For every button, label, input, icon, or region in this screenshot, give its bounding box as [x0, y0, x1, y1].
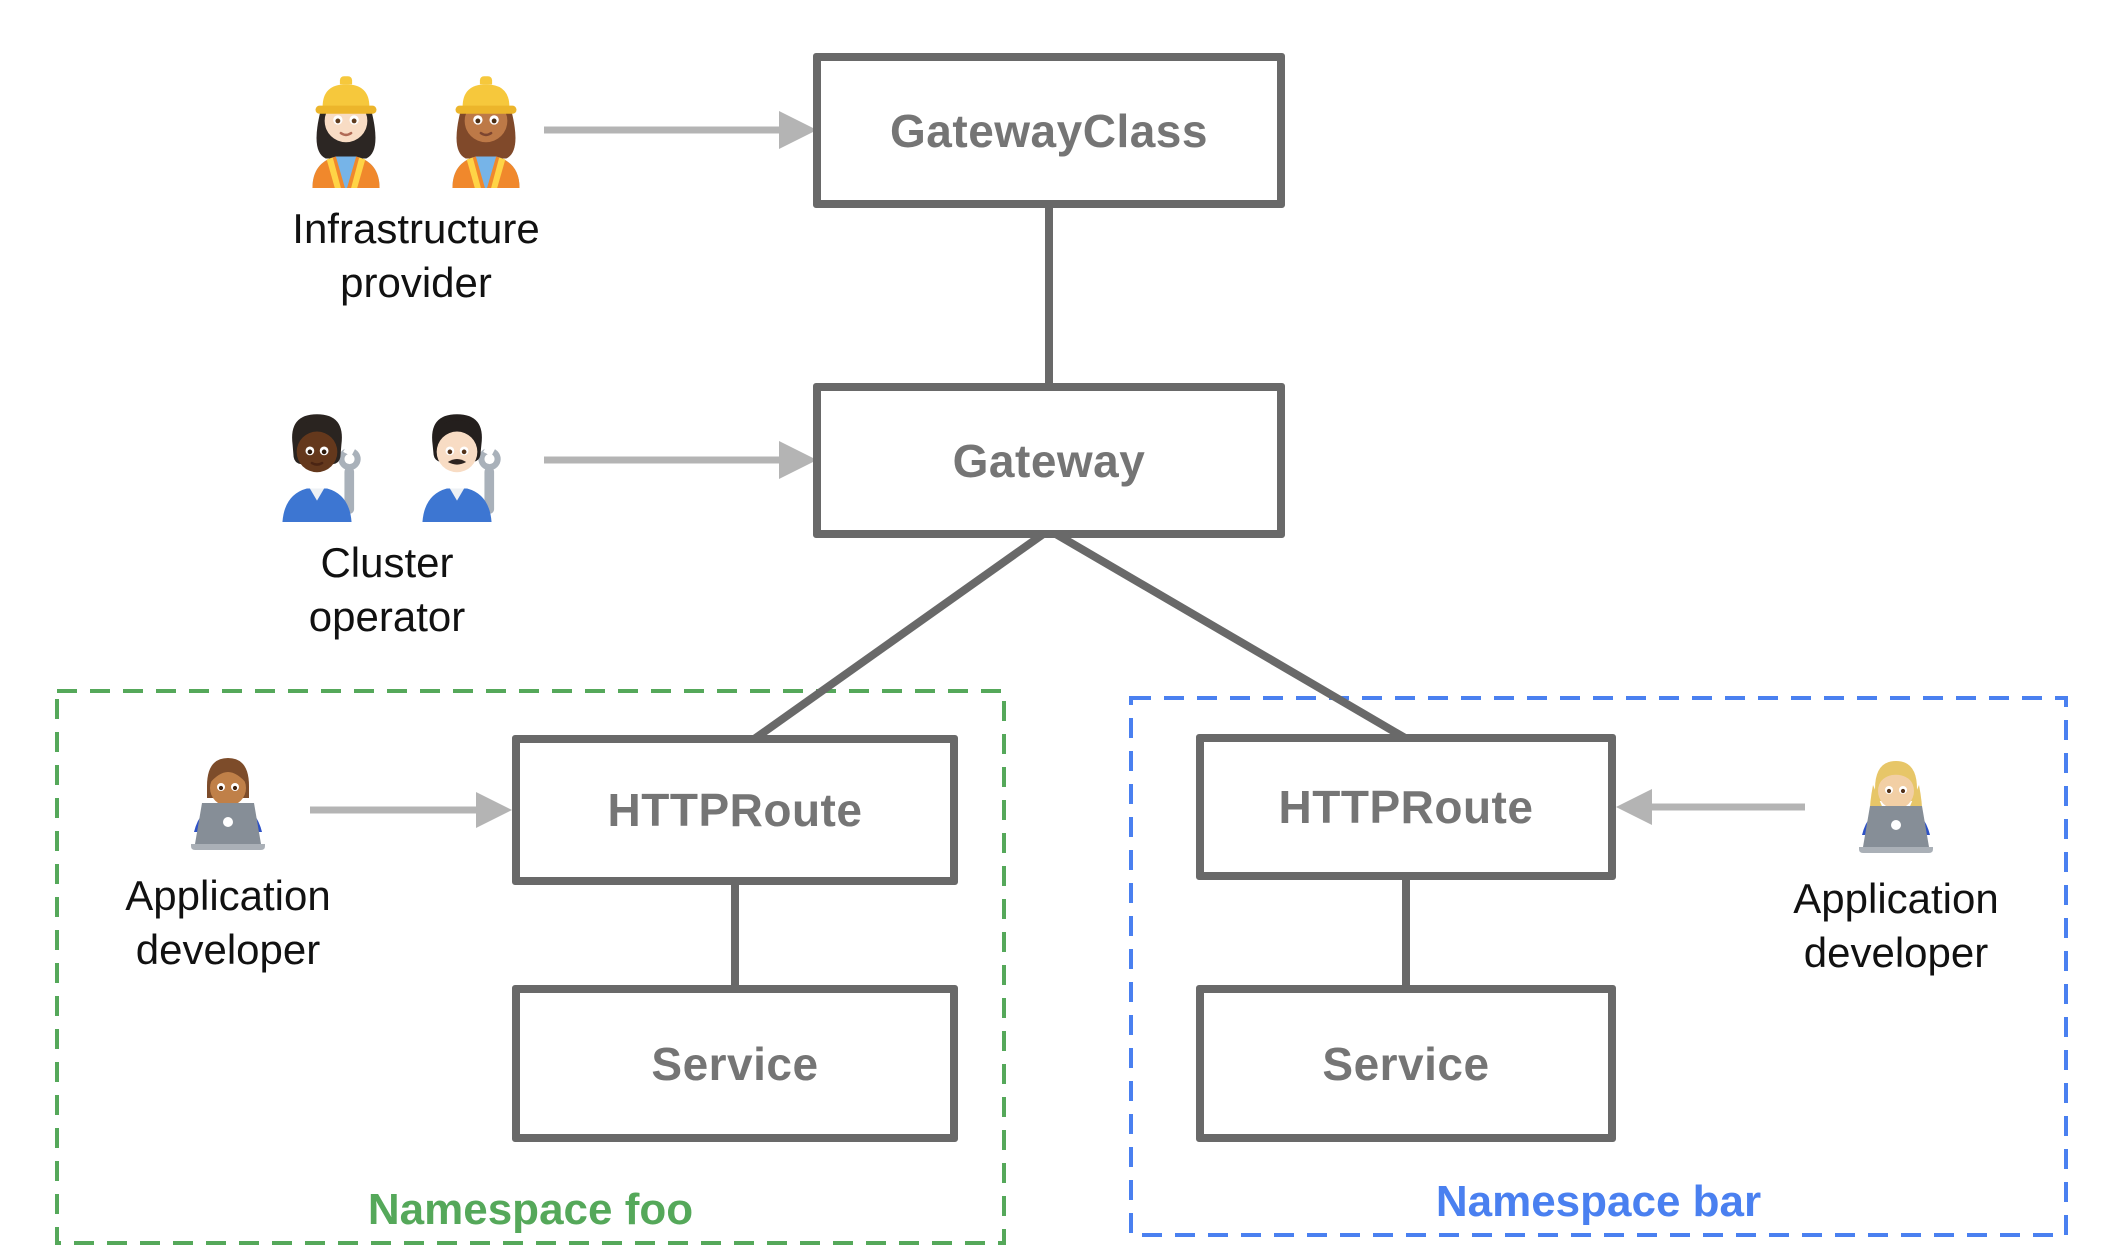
arrowhead-icon	[476, 792, 512, 828]
namespace-foo-label: Namespace foo	[367, 1185, 694, 1234]
persona-label-line1: Application	[125, 872, 331, 919]
man-mechanic-light-skin-icon	[422, 414, 501, 522]
node-service-foo: Service	[512, 985, 958, 1142]
node-service-bar: Service	[1196, 985, 1616, 1142]
edge-gateway-httproute-bar	[1046, 526, 1415, 746]
woman-construction-worker-light-skin-icon	[312, 76, 380, 188]
persona-label-line1: Infrastructure	[292, 205, 540, 252]
persona-label: Application developer	[125, 869, 330, 977]
edge-gateway-httproute-foo	[747, 526, 1052, 746]
persona-cluster-operator: Cluster operator	[187, 398, 587, 644]
persona-application-developer-foo: Application developer	[78, 745, 378, 977]
woman-technologist-light-skin-icon	[1859, 761, 1933, 853]
node-gateway: Gateway	[813, 383, 1285, 538]
persona-label-line2: developer	[1803, 929, 1989, 976]
mechanic-dark-skin-icon	[282, 414, 361, 522]
namespace-foo-boundary	[55, 689, 1006, 1245]
node-label: GatewayClass	[890, 104, 1208, 157]
namespace-bar-label: Namespace bar	[1435, 1177, 1762, 1226]
persona-label-line2: developer	[135, 926, 321, 973]
arrow-cluster-operator-to-gateway	[544, 441, 817, 479]
node-label: HTTPRoute	[1278, 781, 1534, 833]
persona-label: Infrastructure provider	[292, 202, 539, 310]
persona-application-developer-bar: Application developer	[1746, 748, 2046, 980]
persona-infrastructure-provider: Infrastructure provider	[216, 64, 616, 310]
persona-icons	[294, 64, 538, 188]
persona-icons	[1840, 748, 1952, 858]
persona-label-line1: Application	[1793, 875, 1999, 922]
node-httproute-foo: HTTPRoute	[512, 735, 958, 885]
persona-label: Application developer	[1793, 872, 1998, 980]
node-label: HTTPRoute	[607, 784, 863, 836]
persona-label-line1: Cluster	[320, 539, 454, 586]
man-technologist-medium-skin-icon	[191, 758, 265, 850]
persona-label-line2: operator	[308, 593, 466, 640]
namespace-bar-boundary	[1129, 696, 2068, 1237]
arrow-app-developer-to-httproute-bar	[1616, 789, 1805, 825]
arrow-app-developer-to-httproute-foo	[310, 792, 512, 828]
woman-construction-worker-medium-skin-icon	[452, 76, 520, 188]
persona-icons	[265, 398, 509, 522]
node-gatewayclass: GatewayClass	[813, 53, 1285, 208]
node-httproute-bar: HTTPRoute	[1196, 734, 1616, 880]
persona-label-line2: provider	[340, 259, 492, 306]
node-label: Service	[651, 1037, 819, 1090]
node-label: Gateway	[952, 434, 1146, 487]
arrowhead-icon	[1616, 789, 1652, 825]
persona-icons	[172, 745, 284, 855]
arrowhead-icon	[779, 111, 817, 149]
persona-label: Cluster operator	[309, 536, 465, 644]
node-label: Service	[1322, 1037, 1490, 1090]
arrow-infrastructure-provider-to-gatewayclass	[544, 111, 817, 149]
arrowhead-icon	[779, 441, 817, 479]
